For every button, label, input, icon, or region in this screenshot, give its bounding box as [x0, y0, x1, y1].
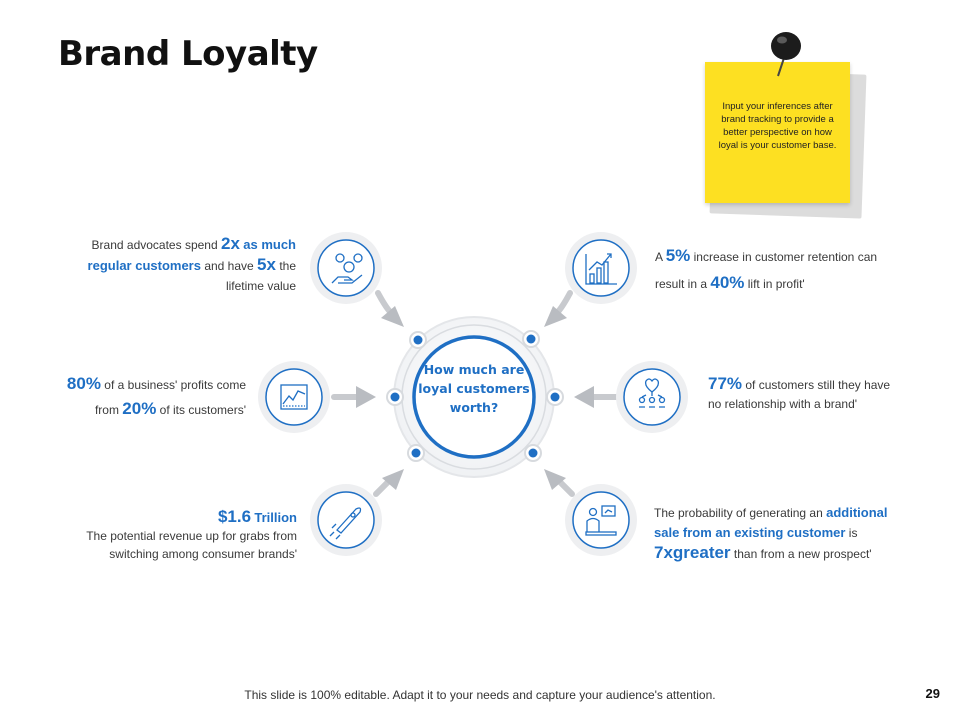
growth-chart-icon — [585, 253, 617, 285]
fact-advocates: Brand advocates spend 2x as much regular… — [40, 234, 296, 296]
fact-text: from — [94, 403, 119, 417]
arrow-mid-left — [331, 386, 376, 408]
icon-circle-mid-left — [258, 361, 330, 433]
fact-text: increase in customer retention can — [693, 250, 878, 264]
fact-text: Brand advocates spend — [91, 238, 218, 252]
fact-text: lift in profit' — [747, 277, 805, 291]
connector-dots — [386, 330, 564, 462]
icon-circle-top-right — [565, 232, 637, 304]
fact-text: the — [279, 259, 296, 273]
icon-circle-mid-right — [616, 361, 688, 433]
sticky-note-text: Input your inferences after brand tracki… — [718, 101, 837, 151]
fact-highlight: sale from an existing customer — [654, 525, 846, 540]
sticky-note: Input your inferences after brand tracki… — [705, 62, 850, 203]
fact-highlight: 5% — [665, 246, 691, 265]
fact-highlight: 5x — [257, 255, 276, 274]
fact-retention: A 5% increase in customer retention can … — [655, 243, 925, 297]
rocket-icon — [329, 507, 362, 540]
fact-highlight: 7xgreater — [654, 543, 731, 562]
fact-relationship: 77% of customers still they have no rela… — [708, 374, 938, 414]
footer-note: This slide is 100% editable. Adapt it to… — [244, 688, 716, 702]
arrow-top-right — [544, 290, 573, 327]
arrow-bottom-right — [544, 469, 575, 497]
fact-text: lifetime value — [225, 279, 296, 293]
center-question: How much are loyal customers worth? — [418, 362, 530, 415]
icon-circle-bottom-left — [310, 484, 382, 556]
fact-text: The probability of generating an — [654, 506, 823, 520]
fact-profits: 80% of a business' profits come from 20%… — [20, 372, 246, 422]
fact-highlight: additional — [826, 505, 888, 520]
fact-text: than from a new prospect' — [733, 547, 872, 561]
fact-probability: The probability of generating an additio… — [654, 503, 944, 564]
fact-highlight: as much — [243, 237, 296, 252]
dot-mid-right — [546, 388, 564, 406]
fact-text: is — [848, 526, 858, 540]
fact-text: of a business' profits come — [104, 378, 246, 392]
dot-bottom-right — [524, 444, 542, 462]
dot-mid-left — [386, 388, 404, 406]
heart-network-icon — [638, 378, 666, 408]
fact-highlight: Trillion — [254, 510, 297, 525]
icon-circle-top-left — [310, 232, 382, 304]
arrow-top-left — [375, 290, 404, 327]
fact-highlight: 40% — [710, 273, 745, 292]
fact-text: no relationship with a brand' — [708, 397, 858, 411]
fact-highlight: 2x — [220, 234, 240, 253]
page-number: 29 — [925, 686, 940, 701]
fact-text: result in a — [655, 277, 708, 291]
dot-bottom-left — [407, 444, 425, 462]
fact-highlight: 20% — [122, 399, 157, 418]
arrow-bottom-left — [373, 469, 404, 497]
fact-text: A — [655, 250, 663, 264]
icon-circle-bottom-right — [565, 484, 637, 556]
fact-highlight: regular customers — [87, 258, 201, 273]
dot-top-right — [522, 330, 540, 348]
money-hand-icon — [331, 253, 363, 284]
line-chart-icon — [280, 384, 308, 410]
fact-revenue: $1.6 Trillion The potential revenue up f… — [30, 508, 297, 563]
pushpin-icon — [771, 32, 801, 77]
customer-presentation-icon — [585, 505, 617, 536]
arrows — [331, 290, 619, 497]
fact-highlight: 80% — [66, 374, 101, 393]
arrow-mid-right — [574, 386, 619, 408]
page-title: Brand Loyalty — [58, 34, 318, 74]
fact-text: switching among consumer brands' — [109, 547, 297, 561]
fact-highlight: 77% — [708, 374, 743, 393]
fact-highlight: $1.6 — [217, 507, 252, 526]
fact-text: and have — [204, 259, 254, 273]
fact-text: of its customers' — [159, 403, 246, 417]
fact-text: The potential revenue up for grabs from — [86, 529, 297, 543]
fact-text: of customers still they have — [745, 378, 891, 392]
dot-top-left — [409, 331, 427, 349]
